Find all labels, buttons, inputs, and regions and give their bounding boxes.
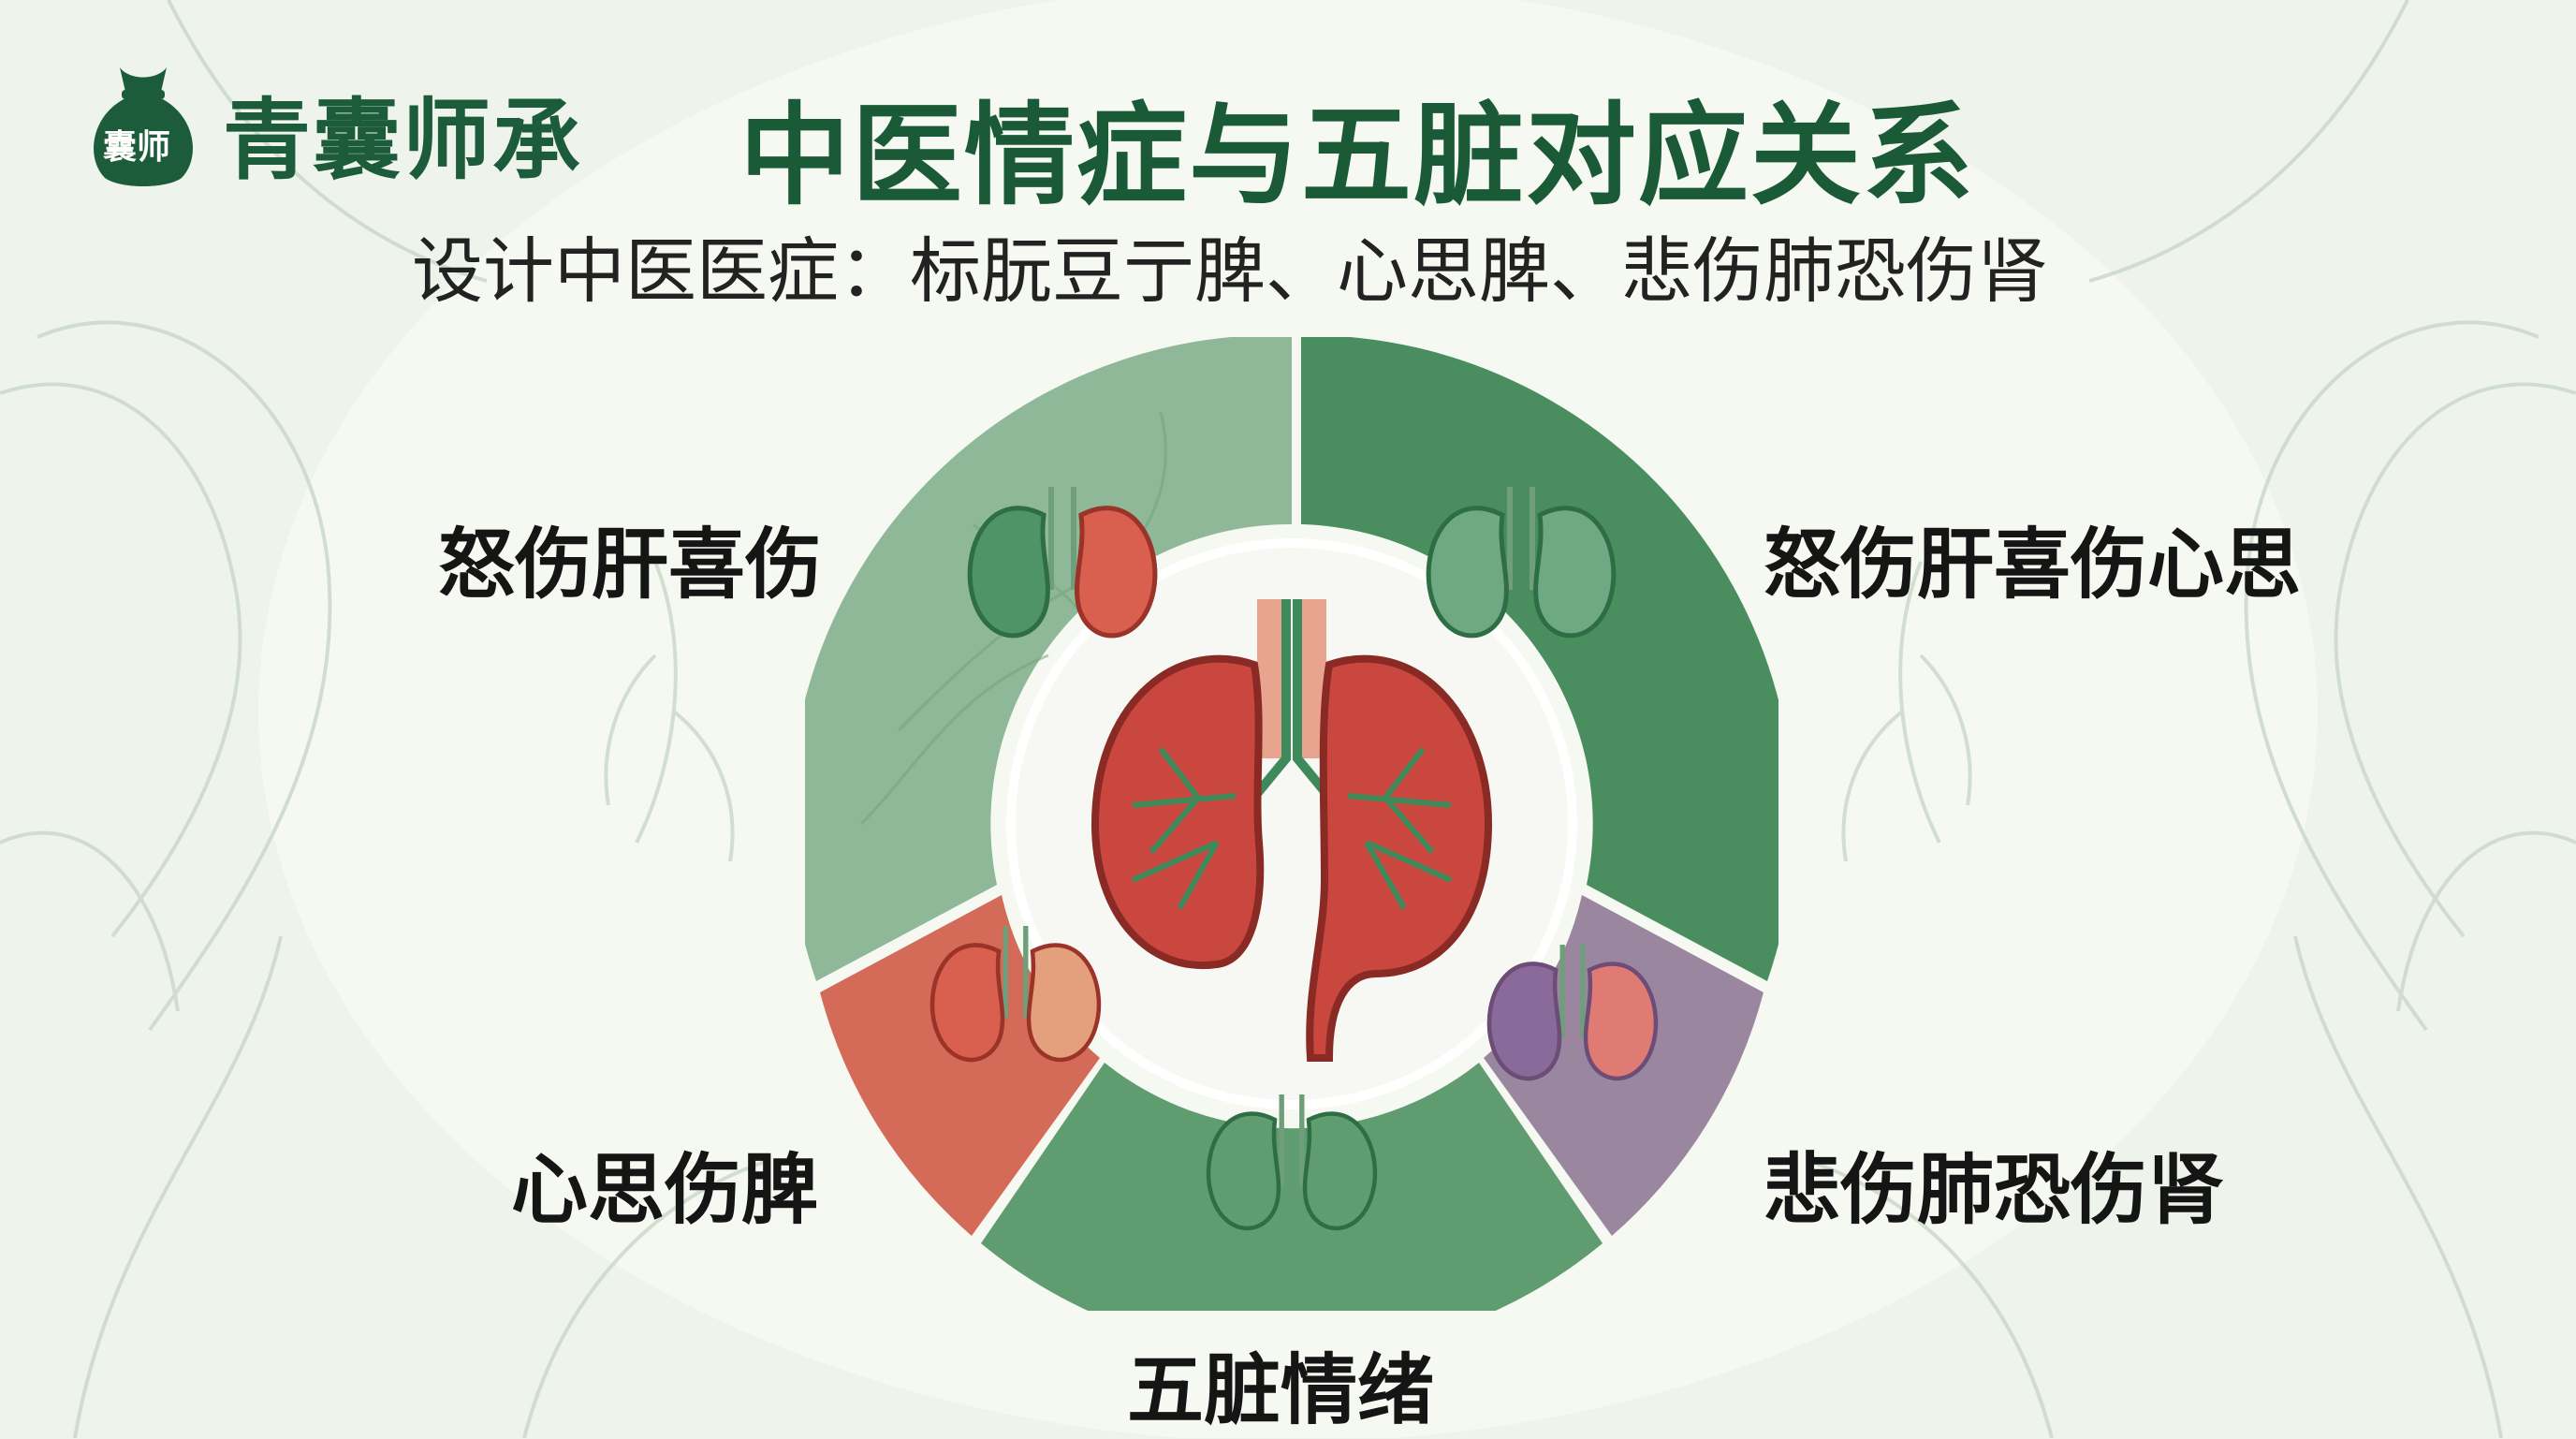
segment-bottom (981, 1063, 1603, 1311)
segment-top-left (805, 337, 1292, 981)
label-top-left: 怒伤肝喜伤 (438, 521, 823, 609)
kidney-icon (970, 487, 1155, 636)
brand-name: 青囊师承 (223, 90, 583, 192)
segment-top-right (1301, 337, 1778, 981)
logo-text: 囊师 (103, 128, 171, 167)
kidney-icon (932, 926, 1099, 1060)
page-subtitle: 设计中医医症：标朊豆亍脾、心思脾、悲伤肺恐伤肾 (412, 229, 2048, 313)
page-title: 中医情症与五脏对应关系 (739, 91, 1976, 220)
label-bottom-left: 心思伤脾 (511, 1146, 819, 1235)
label-bottom: 五脏情绪 (1127, 1346, 1435, 1435)
five-organ-wheel (805, 337, 1778, 1311)
kidney-icon (1489, 945, 1656, 1079)
segment-bottom-left (820, 895, 1100, 1236)
label-bottom-right: 悲伤肺恐伤肾 (1764, 1146, 2225, 1235)
medicine-bag-icon (94, 67, 193, 186)
lungs-icon (1090, 599, 1493, 1062)
label-top-right: 怒伤肝喜伤心思 (1764, 521, 2302, 609)
